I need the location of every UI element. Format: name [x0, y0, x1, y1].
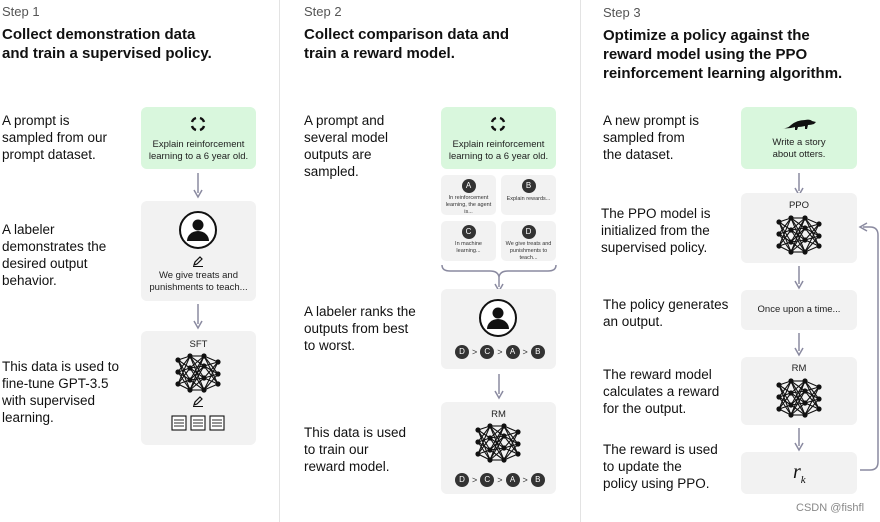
step3-label: Step 3: [603, 5, 641, 20]
recycle-icon: [490, 116, 506, 132]
step1-sft-box: SFT: [141, 331, 256, 445]
arrow-down-icon: [193, 304, 203, 330]
output-badge: D: [521, 225, 536, 239]
rank-separator: >: [472, 474, 478, 485]
rank-separator: >: [522, 474, 528, 485]
output-text: We give treats and punishments to teach.…: [505, 241, 552, 261]
rank-separator: >: [497, 346, 503, 357]
ranking-row: D>C>A>B: [455, 471, 545, 487]
step2-label: Step 2: [304, 4, 342, 19]
rank-separator: >: [522, 346, 528, 357]
rank-badge: C: [480, 472, 495, 487]
step3-reward-box: rk: [741, 452, 857, 494]
rank-badge: A: [505, 344, 520, 359]
feedback-arrow-icon: [858, 222, 879, 471]
step3-rm-box: RM: [741, 357, 857, 425]
output-text: In machine learning...: [455, 241, 482, 254]
rank-badge: B: [530, 472, 545, 487]
arrow-down-icon: [794, 428, 804, 452]
output-text: In reinforcement learning, the agent is.…: [445, 195, 492, 215]
output-badge: A: [461, 179, 476, 193]
output-card-c: C In machine learning...: [441, 221, 496, 261]
sft-label: SFT: [189, 339, 208, 350]
neural-network-icon: [475, 423, 521, 463]
rank-badge: A: [505, 472, 520, 487]
step3-heading: Optimize a policy against the reward mod…: [603, 27, 843, 82]
step3-output-text: Once upon a time...: [757, 304, 841, 315]
neural-network-icon: [776, 378, 822, 418]
step2-rank-box: D>C>A>B: [441, 289, 556, 369]
recycle-icon: [190, 116, 206, 132]
rm-label: RM: [491, 409, 506, 420]
rank-badge: B: [530, 344, 545, 359]
step1-label: Step 1: [2, 4, 40, 19]
watermark: CSDN @fishfl: [796, 502, 865, 514]
neural-network-icon: [776, 215, 822, 255]
person-icon: [179, 211, 217, 249]
step2-rm-box: RM D>C>A>B: [441, 402, 556, 494]
rank-badge: C: [480, 344, 495, 359]
rank-separator: >: [497, 474, 503, 485]
arrow-down-icon: [794, 333, 804, 357]
step1-heading: Collect demonstration data and train a s…: [2, 26, 212, 62]
output-text: Explain rewards...: [506, 196, 551, 202]
column-divider-2: [580, 0, 581, 522]
pencil-icon: [193, 396, 203, 407]
column-divider-1: [279, 0, 280, 522]
output-badge: B: [521, 179, 536, 193]
output-card-a: A In reinforcement learning, the agent i…: [441, 175, 496, 215]
step3-output-box: Once upon a time...: [741, 290, 857, 330]
arrow-down-icon: [794, 266, 804, 290]
neural-network-icon: [175, 353, 221, 393]
rank-separator: >: [472, 346, 478, 357]
ppo-label: PPO: [788, 200, 810, 211]
output-badge: C: [461, 225, 476, 239]
document-icon: [171, 415, 225, 431]
step3-ppo-box: PPO: [741, 193, 857, 263]
otter-icon: [782, 119, 816, 130]
arrow-down-icon: [193, 173, 203, 199]
arrow-down-icon: [494, 374, 504, 400]
output-card-b: B Explain rewards...: [501, 175, 556, 215]
rank-badge: D: [455, 344, 469, 359]
rm-label: RM: [791, 363, 807, 374]
output-card-d: D We give treats and punishments to teac…: [501, 221, 556, 261]
step2-heading: Collect comparison data and train a rewa…: [304, 26, 510, 62]
ranking-row: D>C>A>B: [455, 343, 545, 359]
person-icon: [479, 299, 517, 337]
rank-badge: D: [455, 472, 469, 487]
reward-symbol: rk: [793, 461, 806, 486]
pencil-icon: [193, 256, 203, 267]
